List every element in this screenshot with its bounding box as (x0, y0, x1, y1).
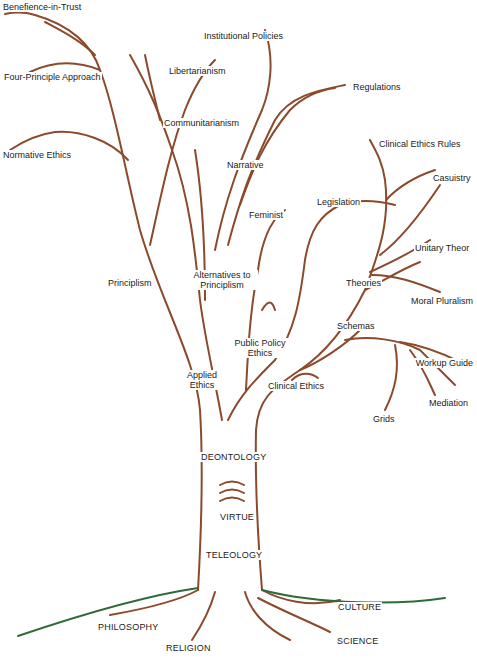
branch-label: VIRTUE (219, 512, 255, 522)
branch-label: Schemas (336, 321, 376, 331)
branch-label: Regulations (352, 82, 402, 92)
branch-label: Feminist (248, 210, 284, 220)
branch-label: Clinical Ethics (267, 381, 325, 391)
branch-label: Casuistry (432, 173, 472, 183)
branch-label: Moral Pluralism (410, 296, 474, 306)
branch-label: Applied Ethics (180, 370, 224, 390)
branch-label: Unitary Theor (414, 243, 470, 253)
branch-label: CULTURE (337, 602, 382, 612)
branch-label: PHILOSOPHY (97, 622, 160, 632)
branch-label: Communitarianism (163, 118, 240, 128)
branch-label: Narrative (226, 160, 265, 170)
branch-label: RELIGION (165, 643, 212, 653)
branch-label: Public Policy Ethics (228, 338, 292, 358)
branch-label: Libertarianism (168, 66, 227, 76)
branch-label: TELEOLOGY (205, 550, 263, 560)
branch-label: Mediation (428, 398, 469, 408)
branch-label: Clinical Ethics Rules (378, 139, 462, 149)
branch-label: Institutional Policies (203, 31, 284, 41)
branch-label: Alternatives to Principlism (186, 270, 258, 290)
branch-label: Four-Principle Approach (3, 72, 102, 82)
branch-label: Workup Guide (415, 358, 474, 368)
branch-label: Legislation (316, 197, 361, 207)
branch-label: Normative Ethics (2, 150, 72, 160)
branch-label: Principlism (107, 278, 153, 288)
branch-label: Grids (372, 414, 396, 424)
branch-label: Benefience-in-Trust (2, 2, 82, 12)
branch-label: SCIENCE (336, 636, 379, 646)
branch-label: DEONTOLOGY (200, 452, 267, 462)
branch-label: Theories (345, 278, 382, 288)
